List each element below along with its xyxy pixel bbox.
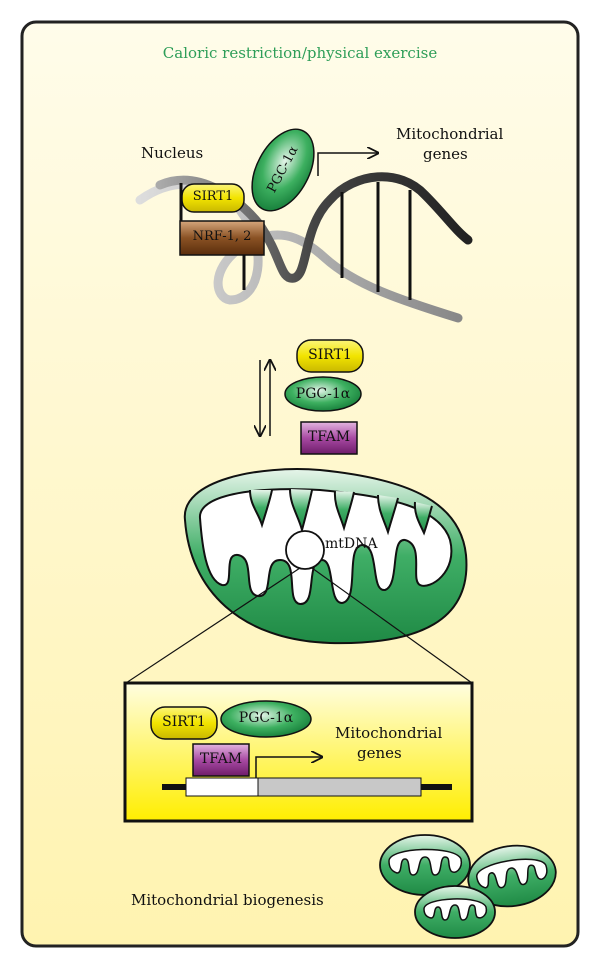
sirt1-label-middle: SIRT1 — [308, 347, 352, 363]
mito-genes-inset-line1: Mitochondrial — [335, 724, 443, 742]
tfam-box-middle — [300, 421, 358, 455]
sirt1-label-top: SIRT1 — [192, 189, 234, 204]
sirt1-box-top — [181, 183, 245, 213]
tfam-label-inset: TFAM — [199, 751, 243, 767]
pgc1a-ellipse-top — [251, 128, 315, 212]
transcription-arrow-top — [317, 153, 378, 176]
mitochondrion-small-3 — [414, 885, 496, 939]
nucleus-label: Nucleus — [141, 144, 204, 162]
inset-promoter-region — [185, 777, 259, 797]
mitochondrion-small-2 — [467, 844, 557, 908]
pgc1a-label-middle: PGC-1α — [295, 386, 351, 402]
mito-genes-inset-line2: genes — [357, 744, 402, 762]
mito-genes-top-line2: genes — [423, 145, 468, 163]
nrf-label: NRF-1, 2 — [192, 229, 252, 244]
sirt1-box-middle — [296, 339, 364, 373]
mito-genes-top-line1: Mitochondrial — [396, 125, 504, 143]
nrf-box — [179, 220, 265, 256]
pgc1a-ellipse-middle — [284, 376, 362, 412]
tfam-label-middle: TFAM — [307, 429, 351, 445]
sirt1-label-inset: SIRT1 — [162, 714, 206, 730]
mtdna-label: mtDNA — [325, 536, 378, 552]
zoom-line-right — [311, 567, 473, 684]
biogenesis-label: Mitochondrial biogenesis — [131, 891, 324, 909]
inset-box — [123, 681, 474, 823]
mitochondrion-large — [183, 468, 468, 645]
pgc1a-label-inset: PGC-1α — [238, 710, 294, 726]
sirt1-box-inset — [150, 706, 218, 740]
pgc1a-ellipse-inset — [220, 700, 312, 738]
tfam-box-inset — [192, 743, 250, 777]
zoom-line-left — [125, 567, 301, 684]
mtdna-circle — [285, 530, 325, 570]
transcription-arrow-inset — [255, 757, 322, 778]
diagram-title: Caloric restriction/physical exercise — [162, 44, 438, 62]
mitochondrion-small-1 — [379, 834, 471, 896]
inset-gene-region — [257, 777, 422, 797]
